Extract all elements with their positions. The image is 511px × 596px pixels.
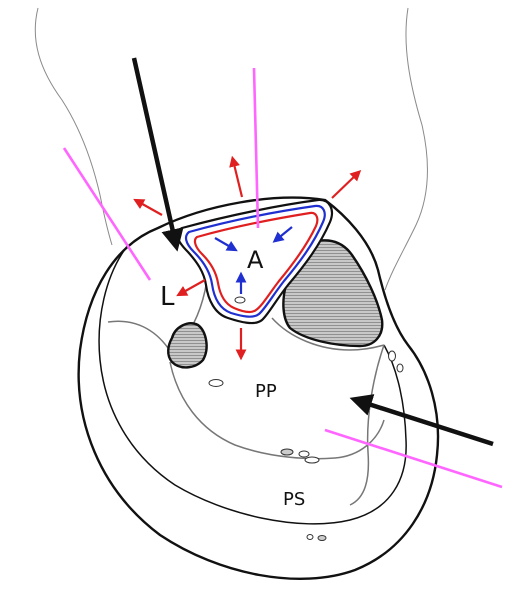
- label-deep-posterior-compartment: PP: [255, 381, 277, 402]
- label-superficial-posterior-compartment: PS: [283, 489, 305, 510]
- label-anterior-compartment: A: [247, 246, 264, 274]
- label-lateral-compartment: L: [160, 282, 175, 312]
- fibula-bone: [168, 323, 206, 367]
